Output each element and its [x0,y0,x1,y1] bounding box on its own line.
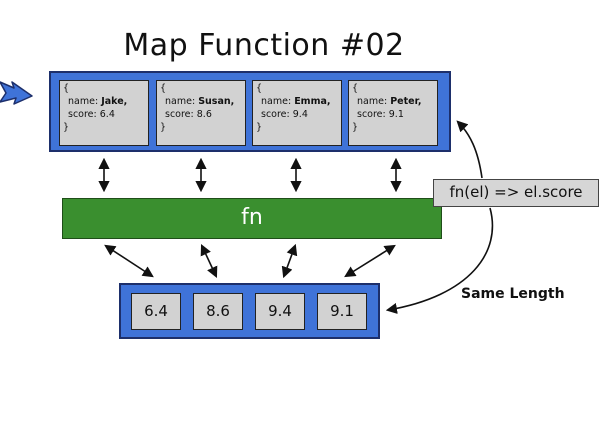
score-value: 9.1 [388,109,404,120]
output-value: 9.1 [317,293,367,330]
entry-arrow-icon [0,81,33,105]
same-length-note: Same Length [461,286,565,302]
function-expression-box: fn(el) => el.score [433,179,599,207]
diagram-title: Map Function #02 [123,28,405,63]
input-object-emma: { name: Emma, score: 9.4 } [252,80,342,146]
name-value: Emma, [294,96,331,107]
name-value: Jake, [101,96,128,107]
curved-arrow-icon [456,120,483,179]
double-arrow-icon [344,244,396,278]
score-value: 6.4 [99,109,115,120]
output-value: 6.4 [131,293,181,330]
double-arrow-icon [281,243,298,279]
name-value: Peter, [390,96,422,107]
double-arrow-icon [200,243,218,279]
output-value: 9.4 [255,293,305,330]
curved-arrow-icon [385,207,494,315]
output-array-panel: 6.4 8.6 9.4 9.1 [119,283,380,339]
input-array-panel: { name: Jake, score: 6.4 } { name: Susan… [49,71,451,152]
score-value: 9.4 [292,109,308,120]
score-value: 8.6 [196,109,212,120]
input-object-susan: { name: Susan, score: 8.6 } [156,80,246,146]
input-object-jake: { name: Jake, score: 6.4 } [59,80,149,146]
input-object-peter: { name: Peter, score: 9.1 } [348,80,438,146]
output-value: 8.6 [193,293,243,330]
name-value: Susan, [198,96,235,107]
double-arrow-icon [104,244,154,278]
function-bar: fn [62,198,442,239]
